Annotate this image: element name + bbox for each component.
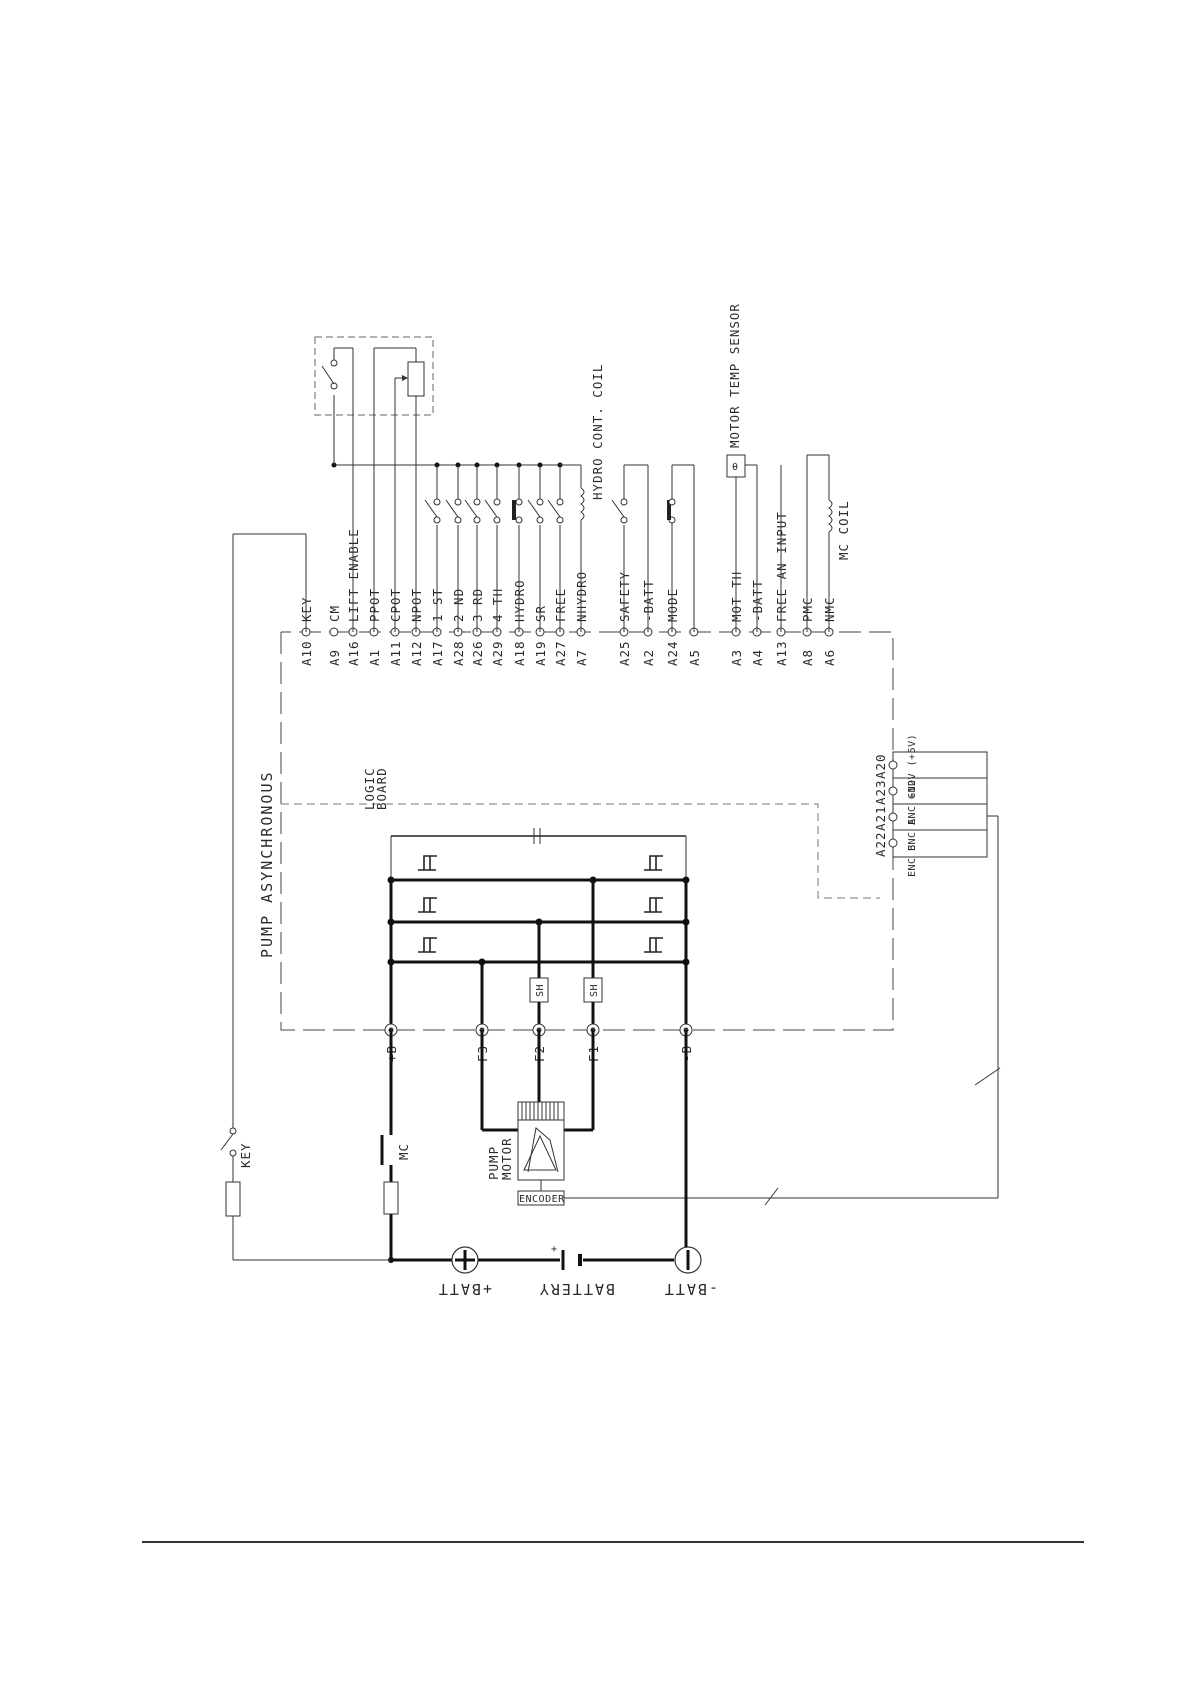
safety-switch (611, 464, 649, 632)
pin-number: A2 (641, 649, 656, 666)
mc-label: MC (396, 1143, 411, 1160)
pin-number: A4 (750, 649, 765, 666)
encoder-cable (563, 815, 1001, 1206)
pin-number: A13 (774, 640, 789, 666)
pin-number: A25 (617, 640, 632, 666)
pin-number: A8 (800, 649, 815, 666)
pin-number: A27 (553, 640, 568, 666)
pin-number: A26 (470, 640, 485, 666)
encoder-label: ENCODER (519, 1194, 565, 1205)
pin-number: A19 (533, 640, 548, 666)
pump-motor: ENCODER PUMP MOTOR (480, 1030, 595, 1206)
mosfet-bridge: SH SH (387, 828, 690, 1030)
main-power-circuit: MC KEY + +BATT BATTERY -BATT (220, 533, 718, 1298)
hydro-coil-label: HYDRO CONT. COIL (590, 364, 605, 500)
pin-name: CM (327, 605, 342, 622)
pin-number: A28 (451, 640, 466, 666)
hydro-coil: HYDRO CONT. COIL (560, 364, 605, 632)
battery-label: BATTERY (538, 1280, 615, 1298)
encoder-pin-number: A23 (873, 779, 888, 805)
motor-temp-label: MOTOR TEMP SENSOR (727, 303, 742, 448)
tiller-box (314, 336, 434, 632)
pin-number: A18 (512, 640, 527, 666)
pin-number: A29 (490, 640, 505, 666)
mc-coil: MC COIL (806, 454, 851, 632)
switch-row (424, 465, 564, 632)
logic-board-outline (280, 631, 894, 1031)
encoder-pin-name: ENC B (907, 844, 918, 877)
encoder-pin-number: A21 (873, 805, 888, 831)
board-title: PUMP ASYNCHRONOUS (258, 770, 276, 958)
pin-number: A9 (327, 649, 342, 666)
pin-number: A11 (388, 640, 403, 666)
batt-plus-label: +BATT (437, 1280, 492, 1298)
pin-number: A6 (822, 649, 837, 666)
battery-plus-mark: + (551, 1244, 558, 1255)
encoder-pin-number: A20 (873, 753, 888, 779)
pump-motor-label-1: PUMP (486, 1146, 501, 1180)
encoder-pin-name: ENC A (907, 818, 918, 851)
logic-board-label-2: BOARD (374, 767, 389, 810)
power-stage-outline (281, 803, 880, 899)
logic-board-label-1: LOGIC (362, 767, 377, 810)
encoder-pin-name: +12V (+5V) (907, 734, 918, 799)
key-label: KEY (238, 1142, 253, 1168)
encoder-pin-number: A22 (873, 831, 888, 857)
pin-number: A3 (729, 649, 744, 666)
pin-number: A16 (346, 640, 361, 666)
encoder-pin-terminal (888, 812, 898, 822)
pin-number: A12 (409, 640, 424, 666)
pin-terminal (329, 627, 339, 637)
pin-number: A17 (430, 640, 445, 666)
pin-number: A24 (665, 640, 680, 666)
mode-jumper (667, 464, 695, 632)
theta-icon: θ (732, 462, 739, 473)
shunt-label-f2: SH (535, 984, 546, 997)
mc-coil-label: MC COIL (836, 500, 851, 560)
encoder-pin-terminal (888, 838, 898, 848)
motor-temp-sensor: θ MOTOR TEMP SENSOR (726, 303, 758, 632)
encoder-pin-terminal (888, 786, 898, 796)
switch-common-bus (331, 462, 563, 468)
pump-motor-label-2: MOTOR (499, 1137, 514, 1180)
encoder-pin-name: ENC GND (907, 779, 918, 825)
shunt-label-f1: SH (589, 984, 600, 997)
pin-number: A7 (574, 649, 589, 666)
encoder-pin-terminal (888, 760, 898, 770)
page-footer-rule (142, 1541, 1084, 1543)
pin-number: A10 (299, 640, 314, 666)
pin-number: A1 (367, 649, 382, 666)
batt-minus-label: -BATT (663, 1280, 718, 1298)
pin-number: A5 (687, 649, 702, 666)
